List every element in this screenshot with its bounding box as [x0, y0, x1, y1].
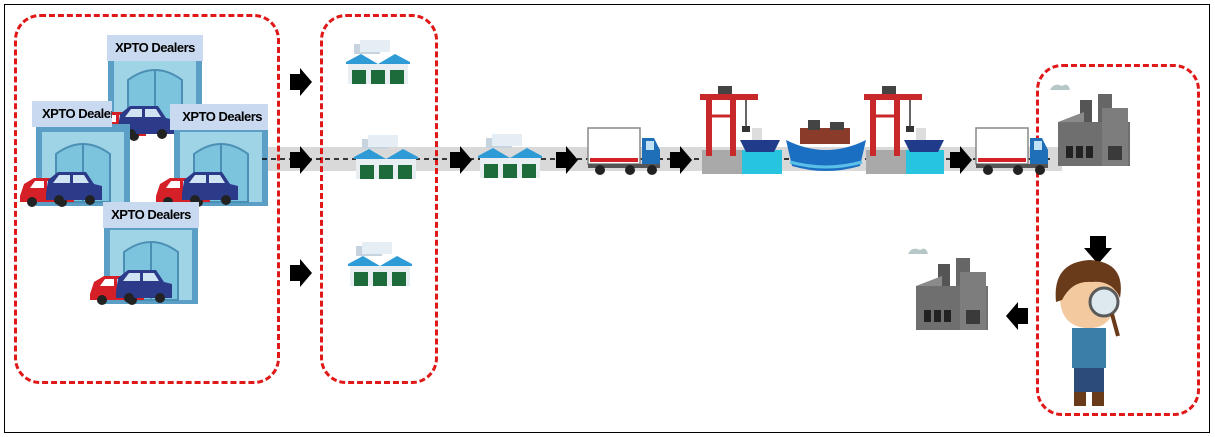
- port-crane-icon: [862, 84, 944, 174]
- diagram-frame: [4, 4, 1210, 433]
- arrow-icon: [450, 146, 472, 174]
- factory-icon: [908, 248, 988, 330]
- port-crane-icon: [698, 84, 782, 174]
- inspector-boy-icon: [1055, 260, 1121, 406]
- arrow-icon: [556, 146, 578, 174]
- warehouse-icon: [348, 242, 412, 286]
- dealer-label-top: XPTO Dealers: [107, 35, 203, 61]
- arrow-icon: [290, 68, 312, 96]
- dealership-left: [20, 123, 131, 207]
- dealer-label-bottom: XPTO Dealers: [103, 202, 199, 228]
- dealer-label-right: XPTO Dealers: [170, 104, 268, 130]
- destination-group: [1036, 64, 1200, 416]
- arrow-icon: [290, 146, 312, 174]
- dealership-right: [156, 123, 269, 207]
- dealership-bottom: [90, 221, 199, 305]
- arrow-icon: [290, 259, 312, 287]
- warehouse-icon: [478, 134, 542, 178]
- warehouses-group: [320, 14, 438, 384]
- warehouse-icon: [346, 40, 410, 84]
- factory-icon: [1050, 84, 1130, 166]
- dealers-group: [14, 14, 280, 384]
- arrow-icon: [670, 146, 692, 174]
- truck-icon: [587, 127, 661, 176]
- warehouse-icon: [354, 135, 418, 179]
- cargo-ship-icon: [786, 120, 866, 171]
- arrow-icon: [1084, 236, 1112, 264]
- truck-icon: [975, 127, 1049, 176]
- arrow-icon: [1006, 302, 1028, 330]
- arrow-icon: [950, 146, 972, 174]
- dealer-label-left: XPTO Dealers: [32, 101, 112, 127]
